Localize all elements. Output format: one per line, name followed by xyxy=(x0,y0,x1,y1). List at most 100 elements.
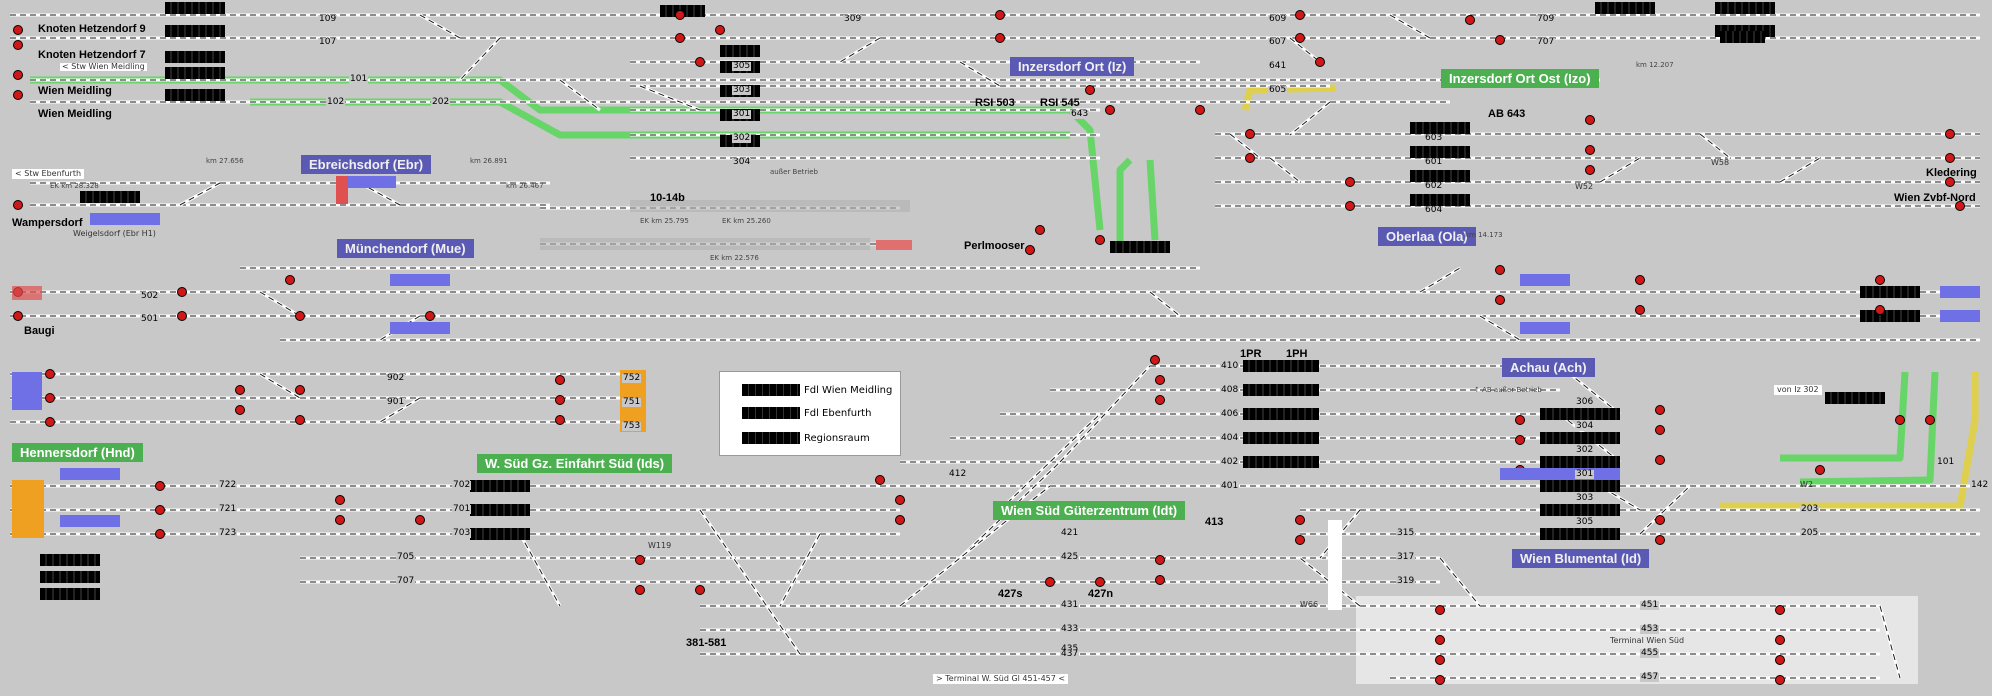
label-1pr: 1PR xyxy=(1240,348,1262,360)
track-block xyxy=(40,588,100,600)
signal-icon xyxy=(155,529,165,539)
station-wien-blumental[interactable]: Wien Blumental (Id) xyxy=(1512,549,1650,568)
km-marker: km 27.656 xyxy=(206,157,244,165)
signal-icon xyxy=(1245,153,1255,163)
signal-icon xyxy=(1435,675,1445,685)
track-number: 451 xyxy=(1640,600,1660,610)
track-number: 457 xyxy=(1640,672,1660,682)
track-segment-inner xyxy=(959,61,1001,87)
track-block xyxy=(1243,408,1319,420)
signal-icon xyxy=(1085,85,1095,95)
route-highlight xyxy=(1146,159,1159,241)
signal-icon xyxy=(13,200,23,210)
station-inzersdorf-ort-ost[interactable]: Inzersdorf Ort Ost (Izo) xyxy=(1441,69,1599,88)
signal-icon xyxy=(1875,275,1885,285)
label-10-14b: 10-14b xyxy=(650,192,685,204)
track-block xyxy=(1540,528,1620,540)
label-w66: W66 xyxy=(1300,600,1319,609)
track-segment-inner xyxy=(1419,267,1461,293)
station-muenchendorf[interactable]: Münchendorf (Mue) xyxy=(337,239,474,258)
route-marker xyxy=(1940,310,1980,322)
station-wien-sued-gz[interactable]: Wien Süd Güterzentrum (Idt) xyxy=(993,501,1186,520)
track-number: 410 xyxy=(1220,361,1240,371)
track-block xyxy=(1110,241,1170,253)
label-ab643: AB 643 xyxy=(1488,108,1526,120)
stw-wien-meidling-link[interactable]: < Stw Wien Meidling xyxy=(60,62,147,71)
track-number: 431 xyxy=(1060,600,1080,610)
track-number: 305 xyxy=(732,61,752,71)
signal-icon xyxy=(1315,57,1325,67)
station-oberlaa[interactable]: Oberlaa (Ola) xyxy=(1378,227,1476,246)
track-block xyxy=(470,504,530,516)
track-number: 751 xyxy=(622,397,642,407)
track-number: 435 xyxy=(1060,644,1080,654)
signal-icon xyxy=(1655,515,1665,525)
signal-icon xyxy=(235,385,245,395)
signal-icon xyxy=(1945,129,1955,139)
signal-icon xyxy=(45,417,55,427)
signal-icon xyxy=(1155,395,1165,405)
signal-icon xyxy=(235,405,245,415)
station-wsued-gz-einfahrt[interactable]: W. Süd Gz. Einfahrt Süd (Ids) xyxy=(477,454,673,473)
track-segment-inner xyxy=(639,85,701,111)
station-ebreichsdorf[interactable]: Ebreichsdorf (Ebr) xyxy=(301,155,432,174)
signal-icon xyxy=(875,475,885,485)
signal-icon xyxy=(13,40,23,50)
track-segment-inner xyxy=(1779,157,1821,183)
track-number: 605 xyxy=(1268,85,1288,95)
track-segment-inner xyxy=(1389,14,1431,39)
label-w58: W58 xyxy=(1711,158,1730,167)
terminal-link[interactable]: > Terminal W. Süd Gl 451-457 < xyxy=(933,674,1069,684)
signal-icon xyxy=(1775,675,1785,685)
signal-icon xyxy=(555,415,565,425)
station-wampersdorf: Wampersdorf xyxy=(12,217,83,229)
km-marker: EK km 28.328 xyxy=(50,182,99,190)
signal-icon xyxy=(1105,105,1115,115)
km-marker: EK km 25.795 xyxy=(640,217,689,225)
signal-icon xyxy=(1245,129,1255,139)
route-highlight xyxy=(1241,84,1336,111)
station-weigelsdorf: Weigelsdorf (Ebr H1) xyxy=(73,229,156,238)
legend-block-icon xyxy=(742,407,800,419)
track-number: 315 xyxy=(1396,528,1416,538)
track-segment-inner xyxy=(1599,157,1641,183)
label-381-581: 381-581 xyxy=(686,637,727,649)
track-segment-disabled xyxy=(630,200,910,212)
track-block xyxy=(1540,432,1620,444)
station-inzersdorf-ort[interactable]: Inzersdorf Ort (Iz) xyxy=(1010,57,1135,76)
signal-icon xyxy=(155,481,165,491)
track-block xyxy=(165,89,225,101)
legend-row-ebenfurth: Fdl Ebenfurth xyxy=(742,407,871,419)
signal-icon xyxy=(1095,577,1105,587)
track-segment-inner xyxy=(559,79,601,111)
station-achau[interactable]: Achau (Ach) xyxy=(1502,358,1595,377)
track-segment-inner xyxy=(1639,485,1691,535)
signal-icon xyxy=(335,515,345,525)
signal-icon xyxy=(1295,10,1305,20)
signal-icon xyxy=(335,495,345,505)
track-number: 302 xyxy=(1575,445,1595,455)
track-number: 319 xyxy=(1396,576,1416,586)
signal-icon xyxy=(695,57,705,67)
track-block xyxy=(1410,194,1470,206)
signal-icon xyxy=(895,495,905,505)
signal-icon xyxy=(177,287,187,297)
track-number: 604 xyxy=(1424,205,1444,215)
route-marker xyxy=(336,176,396,188)
signal-icon xyxy=(1815,465,1825,475)
stw-ebenfurth-link[interactable]: < Stw Ebenfurth xyxy=(12,169,85,179)
signal-icon xyxy=(13,70,23,80)
signal-icon xyxy=(415,515,425,525)
route-marker xyxy=(876,240,912,250)
label-427s: 427s xyxy=(998,588,1023,600)
station-hennersdorf[interactable]: Hennersdorf (Hnd) xyxy=(12,443,143,462)
signal-icon xyxy=(1515,415,1525,425)
signal-icon xyxy=(1775,655,1785,665)
track-segment-inner xyxy=(1289,101,1331,136)
signal-icon xyxy=(13,25,23,35)
track-block xyxy=(1540,504,1620,516)
track-number: 304 xyxy=(1575,421,1595,431)
track-block xyxy=(40,554,100,566)
track-number: 306 xyxy=(1575,397,1595,407)
signal-icon xyxy=(1465,15,1475,25)
